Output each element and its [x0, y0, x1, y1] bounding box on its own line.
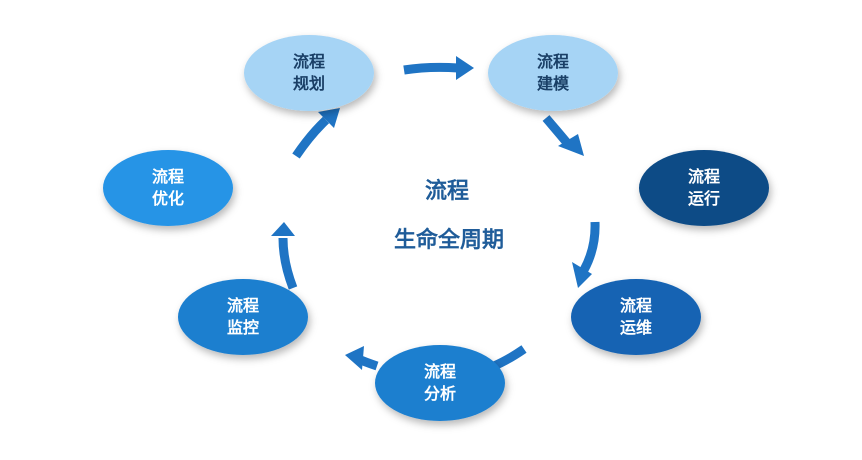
node-monitor-label-2: 监控 [227, 318, 259, 337]
center-title: 流程 生命全周期 [394, 178, 504, 253]
arrow-monitor-to-optimize-head [271, 222, 295, 236]
center-title-line-2: 生命全周期 [394, 227, 504, 253]
node-optimize-label-2: 优化 [152, 189, 184, 208]
node-ops-label-2: 运维 [620, 318, 652, 337]
node-plan-label-2: 规划 [293, 74, 325, 93]
node-analyze-label-1: 流程 [424, 362, 456, 381]
arrow-monitor-to-optimize [278, 237, 298, 290]
arrow-optimize-to-plan [292, 116, 330, 159]
node-ops-ellipse [571, 279, 701, 355]
node-monitor: 流程 监控 [178, 279, 308, 355]
arrow-plan-to-model-head [456, 56, 474, 80]
node-model-label-1: 流程 [537, 52, 569, 71]
arrow-analyze-to-monitor-head [345, 346, 364, 370]
arrow-model-to-run [542, 115, 572, 147]
node-model-label-2: 建模 [537, 74, 570, 93]
node-ops: 流程 运维 [571, 279, 701, 355]
node-run-ellipse [639, 150, 769, 226]
node-plan-label-1: 流程 [293, 52, 325, 71]
node-analyze-label-2: 分析 [424, 384, 456, 403]
arrow-model-to-run-head [558, 134, 584, 156]
arrow-plan-to-model [403, 62, 459, 75]
node-optimize: 流程 优化 [103, 150, 233, 226]
node-run-label-1: 流程 [688, 167, 720, 186]
node-run: 流程 运行 [639, 150, 769, 226]
node-ops-label-1: 流程 [620, 296, 652, 315]
node-monitor-ellipse [178, 279, 308, 355]
arrow-ops-to-analyze [492, 345, 527, 371]
arrow-run-to-ops-head [572, 262, 592, 288]
arrow-run-to-ops [580, 221, 600, 273]
node-plan-ellipse [244, 35, 374, 111]
node-analyze: 流程 分析 [375, 345, 505, 421]
node-optimize-label-1: 流程 [152, 167, 184, 186]
node-monitor-label-1: 流程 [227, 296, 259, 315]
center-title-line-1: 流程 [425, 178, 469, 204]
node-analyze-ellipse [375, 345, 505, 421]
node-run-label-2: 运行 [688, 189, 720, 208]
node-plan: 流程 规划 [244, 35, 374, 111]
arrow-optimize-to-plan-head [318, 108, 340, 128]
node-model-ellipse [488, 35, 618, 111]
node-model: 流程 建模 [488, 35, 618, 111]
cycle-arrows [271, 56, 600, 371]
node-optimize-ellipse [103, 150, 233, 226]
